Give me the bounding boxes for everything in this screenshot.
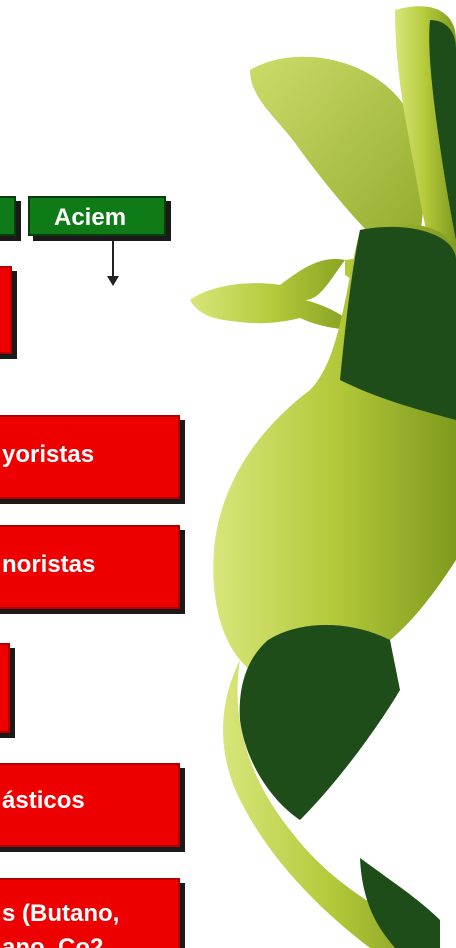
red-box-5-label: ásticos: [2, 787, 85, 815]
red-box-6-label-2: ano, Co2: [2, 934, 103, 948]
red-box-6: s (Butano, ano, Co2: [0, 878, 180, 948]
gecko-hand: [190, 259, 360, 330]
aciem-label: Aciem: [54, 204, 126, 232]
red-box-2-label: yoristas: [2, 441, 94, 469]
red-box-3-label: noristas: [2, 551, 95, 579]
red-box-3: noristas: [0, 525, 180, 609]
red-box-4: [0, 643, 10, 733]
arrow-head: [107, 276, 119, 286]
red-box-5: ásticos: [0, 763, 180, 847]
green-box-left: [0, 196, 16, 236]
connector-line: [112, 240, 114, 276]
green-box-aciem: Aciem: [28, 196, 166, 236]
red-box-2: yoristas: [0, 415, 180, 499]
red-box-1: [0, 266, 12, 354]
red-box-6-label: s (Butano,: [2, 900, 119, 928]
